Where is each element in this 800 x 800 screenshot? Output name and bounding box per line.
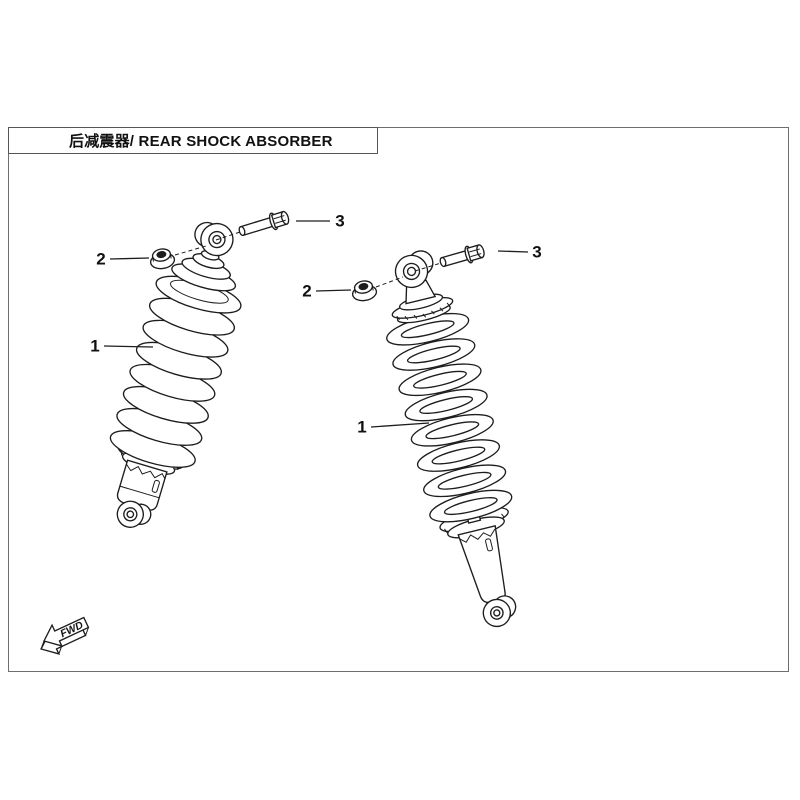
right-upper-bracket [391, 279, 454, 324]
left-coil-spring [109, 275, 242, 468]
right-bottom-eyelet [482, 595, 517, 628]
left-bolt-axis-line [215, 231, 241, 241]
left-flange-nut [149, 248, 176, 270]
right-coil-spring [386, 312, 513, 523]
right-damper-body [439, 506, 517, 628]
callout-left-2: 2 [96, 249, 106, 269]
callout-right-1: 1 [357, 417, 367, 437]
right-bolt [439, 244, 485, 268]
left-spring-top-seat [171, 250, 237, 292]
left-bottom-eyelet [116, 500, 152, 528]
leader-left-2 [109, 257, 150, 260]
callout-left-3: 3 [335, 211, 345, 231]
leader-right-2 [315, 289, 352, 292]
right-flange-nut [351, 280, 378, 302]
callout-left-1: 1 [90, 336, 100, 356]
left-shock-absorber [109, 221, 242, 528]
right-bolt-axis-line [414, 262, 442, 272]
right-shock-absorber [386, 250, 517, 628]
leader-left-1 [103, 345, 154, 348]
leader-right-3 [497, 250, 529, 253]
left-top-bushing [194, 221, 234, 257]
right-top-bushing [394, 250, 434, 289]
right-nut-axis-line [375, 276, 404, 288]
page-title: 后减震器/ REAR SHOCK ABSORBER [69, 133, 333, 150]
callout-right-2: 2 [302, 281, 312, 301]
left-nut-axis-line [174, 245, 207, 256]
fwd-arrow: FWD [40, 616, 90, 655]
title-block: 后减震器/ REAR SHOCK ABSORBER [8, 127, 378, 154]
leader-right-1 [370, 422, 430, 428]
left-bolt [238, 210, 290, 237]
callout-right-3: 3 [532, 242, 542, 262]
